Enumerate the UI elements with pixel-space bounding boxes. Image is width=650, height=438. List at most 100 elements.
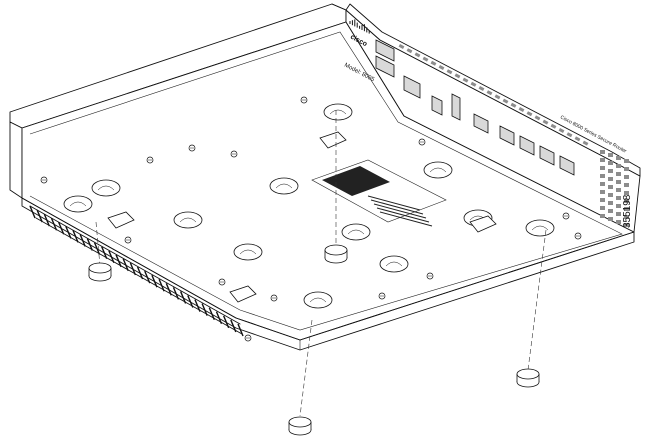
port [519, 135, 535, 156]
vent-slot [518, 106, 525, 112]
vent-slot [542, 119, 549, 125]
foot-well [303, 291, 333, 309]
port [375, 55, 395, 78]
cooling-fin [36, 209, 43, 223]
clip [469, 215, 497, 233]
vent-slot [624, 191, 629, 195]
vent-slot [600, 158, 605, 162]
port [499, 125, 515, 146]
port [375, 39, 395, 62]
cooling-fin [79, 234, 86, 247]
label-line [379, 211, 433, 227]
well-rim [97, 185, 115, 191]
clip [107, 211, 135, 229]
cooling-fin [136, 266, 144, 280]
regulatory-label [311, 159, 447, 227]
vent-slot [616, 172, 621, 176]
rubber-foot-top [88, 262, 112, 274]
cooling-fin [215, 311, 223, 325]
cooling-fin [93, 242, 101, 255]
vent-slot [406, 48, 413, 54]
cooling-fin [165, 283, 172, 296]
vent-slot [624, 199, 629, 203]
vent-slot [608, 217, 613, 221]
vent-slot [600, 206, 605, 210]
well-rim [347, 229, 365, 235]
foot-well [269, 177, 299, 195]
vent-slot [462, 77, 469, 83]
port [451, 93, 461, 121]
cooling-fins [29, 205, 244, 337]
cooling-fin [72, 230, 79, 243]
port [403, 75, 421, 99]
cooling-fin [230, 319, 237, 333]
well-rim [275, 183, 293, 189]
vent-slot [446, 69, 453, 75]
cooling-fin [194, 299, 201, 312]
port [559, 155, 575, 176]
vent-slot [600, 174, 605, 178]
vent-slot [616, 212, 621, 216]
foot-wells [63, 103, 555, 309]
cooling-fin [115, 254, 122, 268]
vent-slot [624, 167, 629, 171]
vent-slot [624, 207, 629, 211]
screws [40, 96, 582, 342]
vent-slot [398, 43, 405, 49]
vent-slot [624, 183, 629, 187]
cooling-fin [50, 217, 58, 231]
vent-slot [616, 164, 621, 168]
vent-slot [616, 204, 621, 208]
foot-well [173, 211, 203, 229]
cooling-fin [201, 303, 208, 316]
label-line [370, 199, 424, 215]
vent-slot [608, 193, 613, 197]
well-rim [309, 297, 327, 303]
foot-well [379, 255, 409, 273]
vent-slot [422, 56, 429, 62]
vent-slot [616, 188, 621, 192]
vent-slot [624, 159, 629, 163]
figure-number: 355198 [622, 194, 633, 228]
clip [319, 131, 347, 149]
rubber-foot-top [516, 368, 540, 380]
vent-slot [438, 65, 445, 70]
vent-slot [616, 220, 621, 224]
foot-well [525, 219, 555, 237]
cooling-fin [29, 205, 36, 219]
label-line [376, 207, 430, 223]
vent-slot [608, 201, 613, 205]
well-rim [531, 225, 549, 231]
vent-slot [470, 81, 477, 87]
cooling-fin [43, 213, 50, 227]
well-rim [429, 167, 447, 173]
cooling-fin [58, 222, 65, 235]
well-rim [329, 109, 347, 115]
foot-well [63, 195, 93, 213]
foot-well [423, 161, 453, 179]
vent-slot [600, 214, 605, 218]
cooling-fin [122, 258, 129, 272]
mounting-clips [107, 131, 497, 303]
well-rim [69, 201, 87, 207]
port [473, 113, 489, 134]
cooling-fin [129, 262, 137, 276]
vent-slot [502, 98, 509, 104]
well-rim [385, 261, 403, 267]
foot-well [233, 243, 263, 261]
rubber-feet [88, 244, 540, 436]
vent-slot [510, 102, 517, 108]
vent-slot [624, 175, 629, 179]
vent-slot [574, 136, 581, 142]
cooling-fin [172, 287, 180, 300]
vent-slot [600, 150, 605, 154]
foot-guides [95, 110, 547, 417]
vent-slot [494, 94, 501, 100]
well-rim [179, 217, 197, 223]
port [431, 95, 443, 116]
label-line [367, 195, 421, 211]
cooling-fin [179, 291, 187, 304]
vent-slot [600, 182, 605, 186]
vent-slot [600, 198, 605, 202]
